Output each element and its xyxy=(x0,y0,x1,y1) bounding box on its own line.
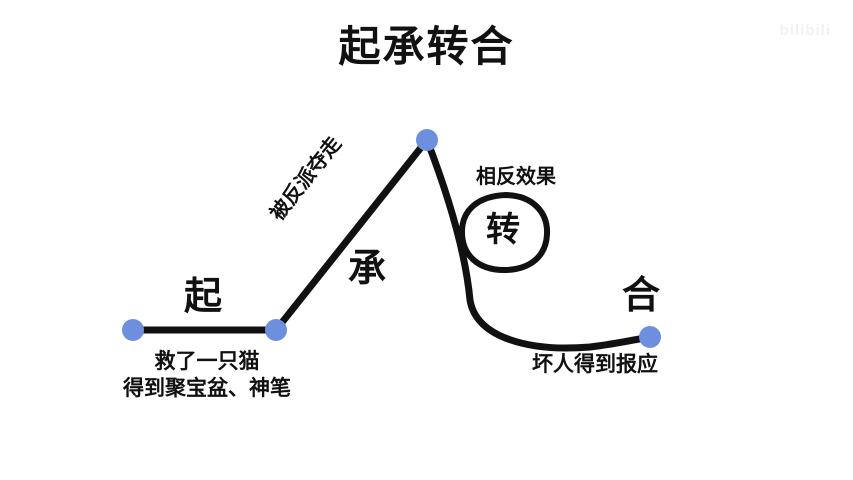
stage-label-cheng: 承 xyxy=(348,248,387,290)
stage-label-zhuan: 转 xyxy=(486,211,520,249)
page-title: 起承转合 xyxy=(338,23,515,70)
node-dot-end xyxy=(639,326,661,348)
arc-segment-zhuan-he xyxy=(423,136,654,352)
annotation-opposite-effect: 相反效果 xyxy=(476,166,556,188)
caption-qi: 救了一只猫 得到聚宝盆、神笔 xyxy=(92,349,322,403)
bilibili-watermark: bilibili xyxy=(779,22,831,39)
node-dot-start xyxy=(122,319,144,341)
stage-label-he: 合 xyxy=(622,275,661,317)
caption-he-line-1: 坏人得到报应 xyxy=(532,353,658,376)
node-dot-peak xyxy=(416,129,438,151)
node-dot-elbow xyxy=(265,319,287,341)
stage-label-qi: 起 xyxy=(184,276,223,318)
caption-he: 坏人得到报应 xyxy=(504,352,686,379)
arc-segment-cheng xyxy=(272,136,431,334)
zhuan-highlight-circle xyxy=(458,192,551,274)
caption-qi-line-2: 得到聚宝盆、神笔 xyxy=(123,376,291,400)
caption-qi-line-1: 救了一只猫 xyxy=(154,350,260,373)
